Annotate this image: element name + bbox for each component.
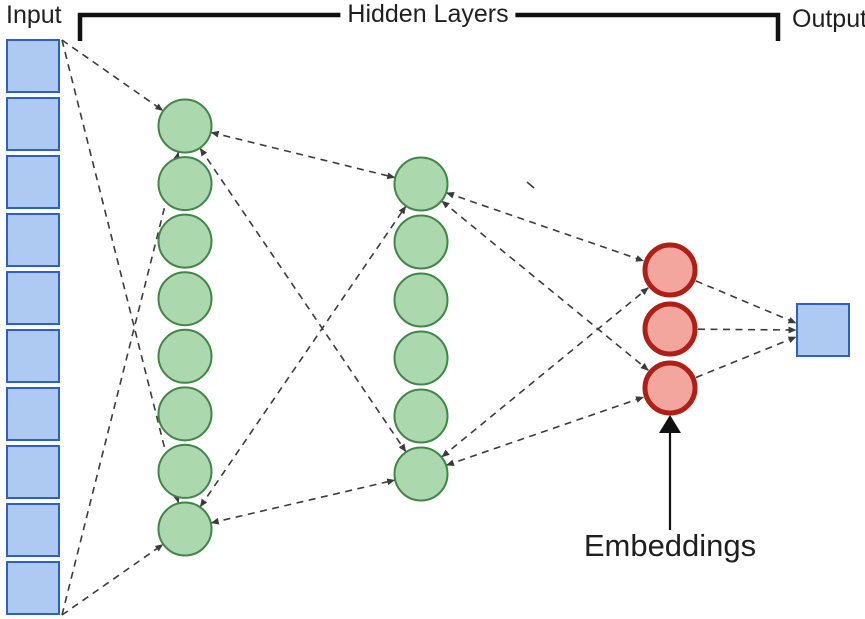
hidden2-node: [393, 446, 449, 502]
input-node: [6, 561, 60, 615]
hidden1-node: [157, 271, 213, 327]
hidden1-node: [157, 98, 213, 154]
input-node: [6, 271, 60, 325]
output-label: Output: [792, 5, 865, 33]
embeddings-node: [642, 301, 698, 357]
connection-line: [199, 205, 407, 508]
hidden1-node: [157, 213, 213, 269]
input-node: [6, 97, 60, 151]
input-node: [6, 213, 60, 267]
connection-line: [697, 326, 797, 334]
connection-line: [61, 39, 180, 504]
connection-line: [61, 151, 180, 616]
connection-line: [446, 192, 645, 262]
connection-line: [61, 39, 164, 112]
connection-line: [61, 543, 164, 616]
hidden2-node: [393, 214, 449, 270]
hidden-layers-label: Hidden Layers: [340, 0, 516, 29]
hidden2-node: [393, 156, 449, 212]
hidden2-node: [393, 272, 449, 328]
input-node: [6, 329, 60, 383]
embeddings-arrow-head: [659, 415, 681, 433]
hidden-layers-bracket: [77, 12, 781, 41]
hidden1-node: [157, 501, 213, 557]
hidden1-node: [157, 328, 213, 384]
hidden2-node: [393, 330, 449, 386]
embeddings-node: [642, 360, 698, 416]
stray-dash: [526, 181, 535, 189]
input-node: [6, 155, 60, 209]
connection-line: [199, 147, 407, 453]
embeddings-label: Embeddings: [583, 528, 757, 563]
output-node: [796, 303, 850, 357]
input-node: [6, 503, 60, 557]
connection-line: [210, 478, 396, 525]
hidden1-node: [157, 443, 213, 499]
connection-line: [695, 336, 797, 379]
input-label: Input: [6, 1, 62, 29]
connection-line: [210, 130, 396, 180]
input-node: [6, 445, 60, 499]
connection-line: [446, 396, 645, 466]
hidden1-node: [157, 156, 213, 212]
input-node: [6, 39, 60, 93]
connection-line: [441, 200, 649, 371]
connection-line: [695, 280, 797, 324]
hidden2-node: [393, 388, 449, 444]
input-node: [6, 387, 60, 441]
hidden1-node: [157, 386, 213, 442]
embeddings-node: [642, 242, 698, 298]
